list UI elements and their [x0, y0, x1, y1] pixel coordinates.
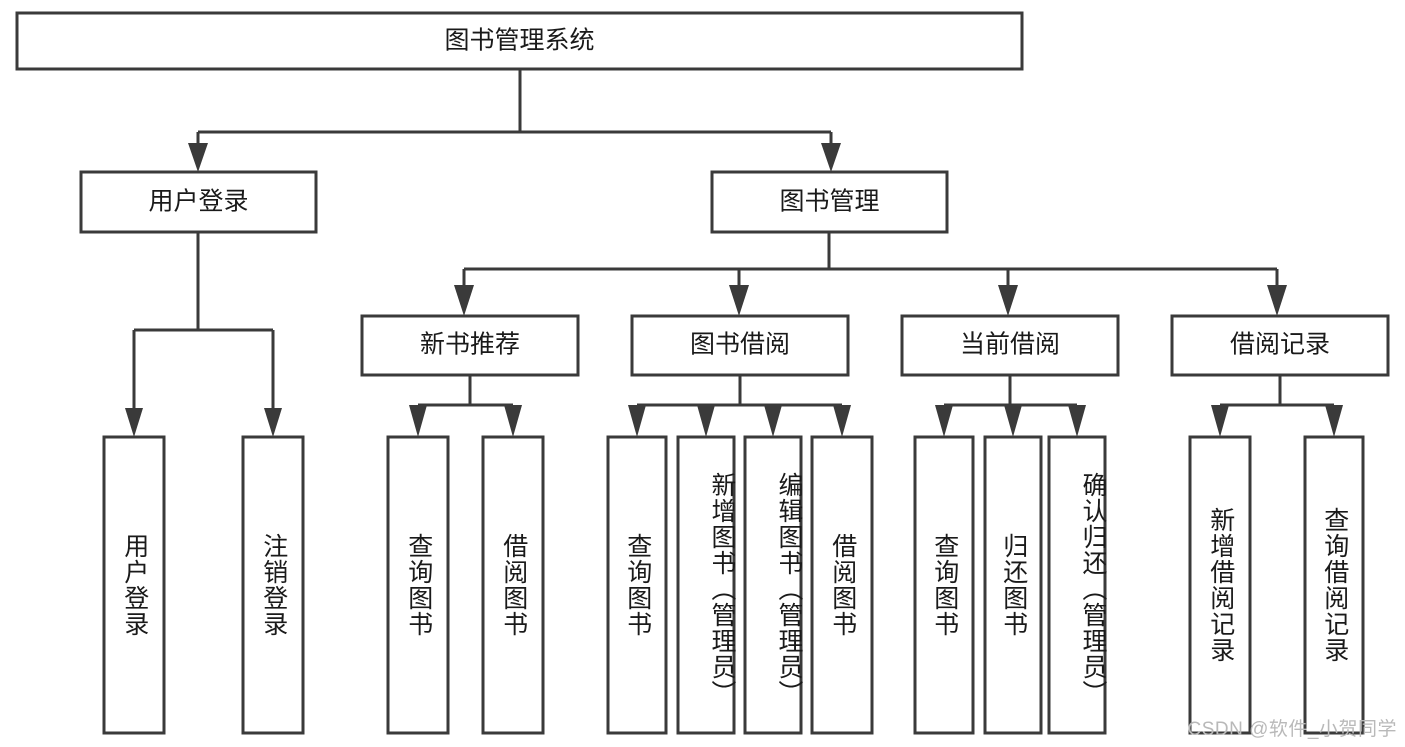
arrow-head-book-manage	[821, 143, 841, 172]
node-box-leaf-confirm-return-admin[interactable]	[1047, 435, 1107, 735]
connector-group-book-manage-to-level3	[454, 232, 1287, 316]
node-label-borrow-record: 借阅记录	[1230, 331, 1330, 359]
node-box-leaf-add-book-admin[interactable]	[676, 435, 736, 735]
node-current-borrow[interactable]: 当前借阅	[900, 314, 1120, 377]
connector-group-book-borrow-to-leaves	[628, 375, 851, 437]
watermark-text: CSDN @软件_小贺同学	[1187, 719, 1397, 740]
node-book-borrow[interactable]: 图书借阅	[630, 314, 850, 377]
arrow-head-leaf-add-borrow-record	[1211, 405, 1229, 437]
node-box-leaf-query-book-2[interactable]	[606, 435, 668, 735]
node-book-manage[interactable]: 图书管理	[710, 170, 949, 234]
arrow-head-leaf-query-book-2	[628, 405, 646, 437]
arrow-head-leaf-query-book-1	[409, 405, 427, 437]
node-box-root[interactable]	[15, 11, 1024, 71]
node-root[interactable]: 图书管理系统	[15, 11, 1024, 71]
node-box-leaf-borrow-book-1[interactable]	[481, 435, 545, 735]
arrow-head-leaf-borrow-book-1	[504, 405, 522, 437]
connector-group-new-book-recommend-to-leaves	[409, 375, 522, 437]
node-label-book-borrow: 图书借阅	[690, 331, 790, 359]
node-label-current-borrow: 当前借阅	[960, 331, 1060, 359]
node-box-leaf-add-borrow-record[interactable]	[1188, 435, 1252, 735]
node-label-user-login: 用户登录	[148, 188, 248, 216]
arrow-head-leaf-query-borrow-record	[1325, 405, 1343, 437]
node-box-current-borrow[interactable]	[900, 314, 1120, 377]
node-box-leaf-query-borrow-record[interactable]	[1303, 435, 1365, 735]
connector-group-current-borrow-to-leaves	[935, 375, 1086, 437]
arrow-head-leaf-query-book-3	[935, 405, 953, 437]
arrow-head-leaf-return-book	[1004, 405, 1022, 437]
node-new-book-recommend[interactable]: 新书推荐	[360, 314, 580, 377]
node-box-leaf-logout-login[interactable]	[241, 435, 305, 735]
node-box-book-manage[interactable]	[710, 170, 949, 234]
arrow-head-leaf-user-login	[125, 408, 143, 437]
arrow-head-current-borrow	[998, 285, 1018, 316]
arrow-head-leaf-add-book-admin	[697, 405, 715, 437]
node-box-leaf-query-book-3[interactable]	[913, 435, 975, 735]
arrow-head-user-login	[188, 143, 208, 172]
arrow-head-leaf-logout-login	[264, 408, 282, 437]
arrow-head-borrow-record	[1267, 285, 1287, 316]
connector-group-user-login-to-leaves	[125, 232, 282, 437]
node-box-new-book-recommend[interactable]	[360, 314, 580, 377]
arrow-head-leaf-confirm-return-admin	[1068, 405, 1086, 437]
arrow-head-leaf-edit-book-admin	[764, 405, 782, 437]
node-box-user-login[interactable]	[79, 170, 318, 234]
connector-group-root-to-level2	[188, 69, 841, 172]
node-box-leaf-user-login[interactable]	[102, 435, 166, 735]
connector-group-borrow-record-to-leaves	[1211, 375, 1343, 437]
node-box-book-borrow[interactable]	[630, 314, 850, 377]
node-label-book-manage: 图书管理	[779, 188, 879, 216]
node-box-leaf-borrow-book-2[interactable]	[810, 435, 874, 735]
node-label-new-book-recommend: 新书推荐	[420, 331, 520, 359]
arrow-head-leaf-borrow-book-2	[833, 405, 851, 437]
arrow-head-new-book-recommend	[454, 285, 474, 316]
arrow-head-book-borrow	[729, 285, 749, 316]
node-label-root: 图书管理系统	[444, 27, 594, 55]
node-box-leaf-query-book-1[interactable]	[386, 435, 450, 735]
node-user-login[interactable]: 用户登录	[79, 170, 318, 234]
node-box-leaf-edit-book-admin[interactable]	[743, 435, 803, 735]
node-box-borrow-record[interactable]	[1170, 314, 1390, 377]
node-borrow-record[interactable]: 借阅记录	[1170, 314, 1390, 377]
node-box-leaf-return-book[interactable]	[983, 435, 1043, 735]
